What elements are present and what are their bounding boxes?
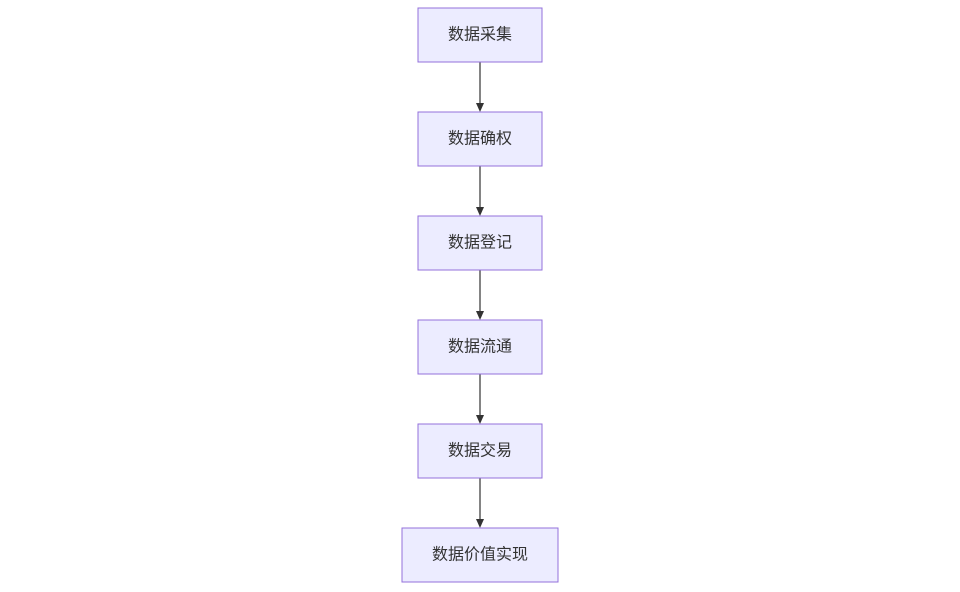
edge-confirm-to-register bbox=[476, 166, 484, 216]
node-label: 数据价值实现 bbox=[432, 545, 528, 564]
edge-trade-to-value bbox=[476, 478, 484, 528]
node-label: 数据登记 bbox=[448, 233, 512, 252]
arrowhead-icon bbox=[476, 519, 484, 528]
arrowhead-icon bbox=[476, 207, 484, 216]
node-label: 数据交易 bbox=[448, 441, 512, 460]
nodes-layer: 数据采集 数据确权 数据登记 数据流通 数据交易 数据价值实现 bbox=[401, 7, 559, 583]
arrowhead-icon bbox=[476, 311, 484, 320]
node-data-rights-confirmation: 数据确权 bbox=[417, 111, 543, 167]
edge-circulate-to-trade bbox=[476, 374, 484, 424]
node-label: 数据确权 bbox=[448, 129, 512, 148]
node-data-trading: 数据交易 bbox=[417, 423, 543, 479]
node-data-registration: 数据登记 bbox=[417, 215, 543, 271]
edge-register-to-circulate bbox=[476, 270, 484, 320]
arrowhead-icon bbox=[476, 415, 484, 424]
node-label: 数据流通 bbox=[448, 337, 512, 356]
node-data-collection: 数据采集 bbox=[417, 7, 543, 63]
edges-layer bbox=[476, 62, 484, 528]
node-data-circulation: 数据流通 bbox=[417, 319, 543, 375]
edge-collect-to-confirm bbox=[476, 62, 484, 112]
node-data-value-realization: 数据价值实现 bbox=[401, 527, 559, 583]
node-label: 数据采集 bbox=[448, 25, 512, 44]
arrowhead-icon bbox=[476, 103, 484, 112]
